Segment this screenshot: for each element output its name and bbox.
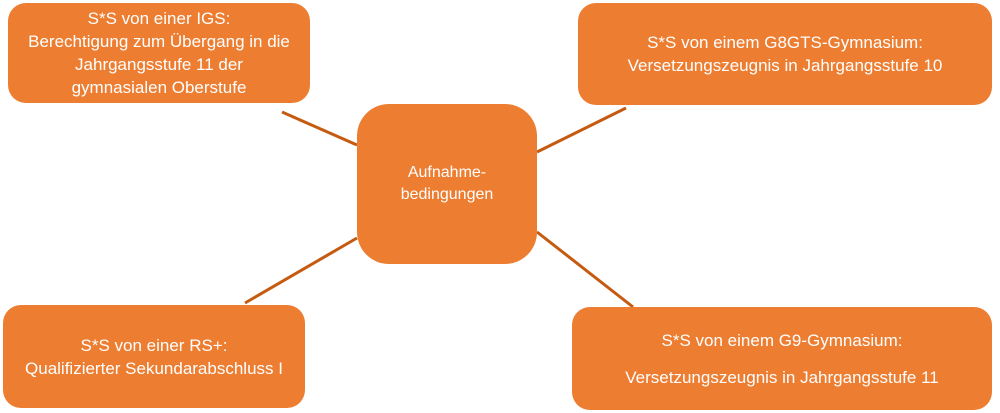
node-igs-line-4: gymnasialen Oberstufe — [71, 78, 247, 97]
connector-bottom-right — [536, 230, 634, 309]
node-g8gts-title: S*S von einem G8GTS-Gymnasium: — [647, 33, 923, 52]
connector-top-left — [281, 110, 358, 147]
node-g9-title: S*S von einem G9-Gymnasium: — [661, 330, 903, 350]
node-g8gts-gymnasium: S*S von einem G8GTS-Gymnasium: Versetzun… — [578, 3, 992, 105]
connector-top-right — [536, 106, 627, 154]
node-igs-line-2: Berechtigung zum Übergang in die — [28, 32, 290, 51]
node-rs-plus-line-2: Qualifizierter Sekundarabschluss I — [25, 358, 283, 378]
center-node-line-2: bedingungen — [400, 186, 494, 203]
center-node-line-1: Aufnahme- — [407, 164, 487, 181]
node-rs-plus-title: S*S von einer RS+: — [80, 335, 228, 355]
center-node-aufnahmebedingungen: Aufnahme- bedingungen — [357, 104, 537, 264]
node-g9-gymnasium: S*S von einem G9-Gymnasium: Versetzungsz… — [572, 307, 992, 410]
node-igs: S*S von einer IGS: Berechtigung zum Über… — [8, 3, 310, 103]
node-igs-title: S*S von einer IGS: — [87, 9, 231, 28]
node-rs-plus: S*S von einer RS+: Qualifizierter Sekund… — [3, 305, 305, 408]
connector-bottom-left — [244, 236, 358, 305]
node-g9-line-2: Versetzungszeugnis in Jahrgangsstufe 11 — [625, 367, 939, 387]
node-igs-line-3: Jahrgangsstufe 11 der — [75, 55, 243, 74]
node-g8gts-line-2: Versetzungszeugnis in Jahrgangsstufe 10 — [627, 56, 943, 75]
